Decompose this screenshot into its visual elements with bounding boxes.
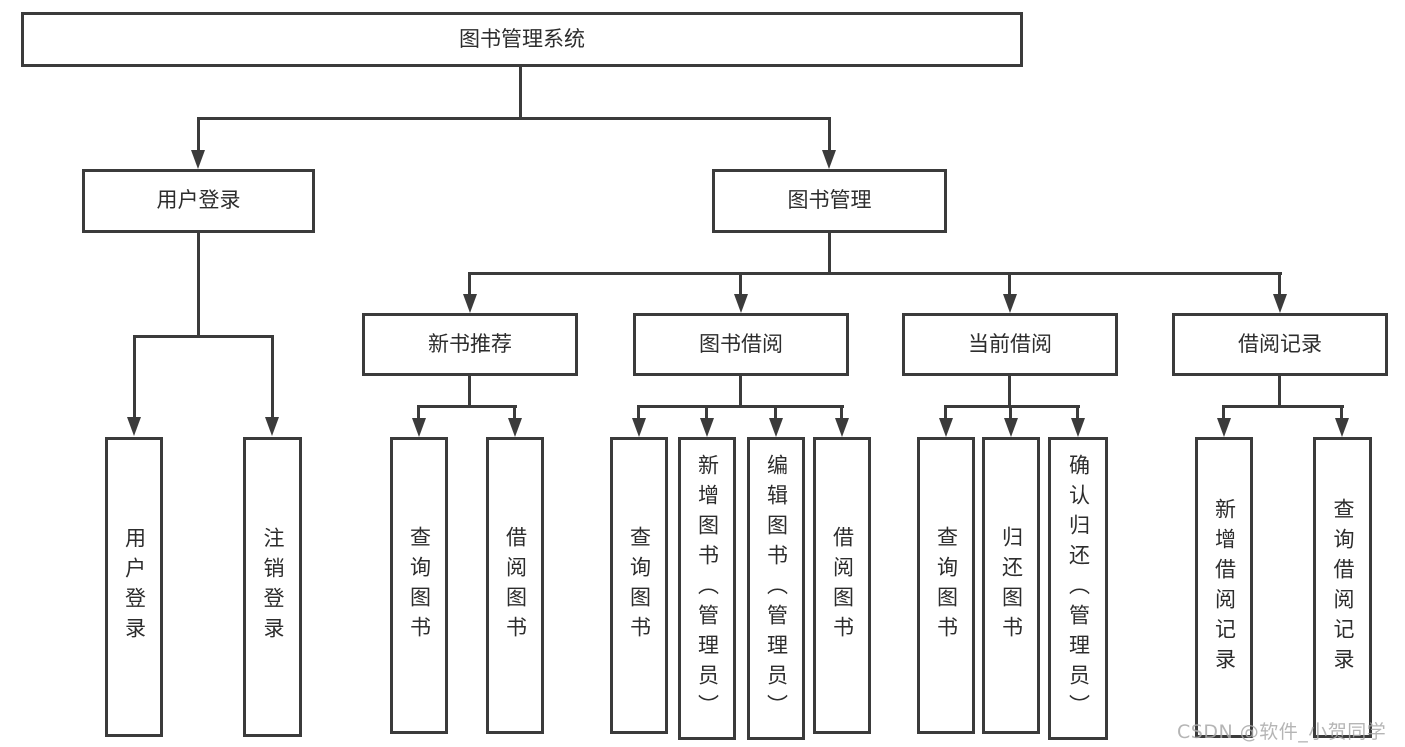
connector-line xyxy=(271,335,274,419)
leaf-borrow-books-borrowing: 借阅图书 xyxy=(813,437,871,734)
arrow-down-icon xyxy=(1217,418,1231,437)
connector-line xyxy=(1008,272,1011,298)
arrow-down-icon xyxy=(412,418,426,437)
connector-line xyxy=(705,405,708,421)
connector-line xyxy=(944,405,947,421)
node-library-management-system: 图书管理系统 xyxy=(21,12,1023,67)
arrow-down-icon xyxy=(835,418,849,437)
node-user-login: 用户登录 xyxy=(82,169,315,233)
connector-line xyxy=(197,117,200,153)
connector-line xyxy=(197,233,200,338)
leaf-borrow-books-recommend: 借阅图书 xyxy=(486,437,544,734)
csdn-watermark: CSDN @软件_小贺同学 xyxy=(1177,721,1387,743)
leaf-query-books-borrowing: 查询图书 xyxy=(610,437,668,734)
node-borrowing-records: 借阅记录 xyxy=(1172,313,1388,376)
connector-line xyxy=(739,272,742,298)
connector-line xyxy=(519,67,522,119)
arrow-down-icon xyxy=(1335,418,1349,437)
arrow-down-icon xyxy=(463,294,477,313)
leaf-logout: 注销登录 xyxy=(243,437,302,737)
node-book-management: 图书管理 xyxy=(712,169,947,233)
leaf-edit-book-admin: 编辑图书（管理员） xyxy=(747,437,805,740)
arrow-down-icon xyxy=(127,417,141,436)
connector-line xyxy=(468,376,471,408)
arrow-down-icon xyxy=(734,294,748,313)
arrow-down-icon xyxy=(700,418,714,437)
connector-line xyxy=(468,272,471,298)
connector-line xyxy=(1076,405,1079,421)
arrow-down-icon xyxy=(939,418,953,437)
arrow-down-icon xyxy=(191,150,205,169)
arrow-down-icon xyxy=(632,418,646,437)
connector-line xyxy=(1340,405,1343,421)
connector-line xyxy=(637,405,844,408)
leaf-query-borrow-record: 查询借阅记录 xyxy=(1313,437,1372,738)
connector-line xyxy=(1008,376,1011,408)
arrow-down-icon xyxy=(1273,294,1287,313)
leaf-add-book-admin: 新增图书（管理员） xyxy=(678,437,736,740)
connector-line xyxy=(774,405,777,421)
leaf-user-login: 用户登录 xyxy=(105,437,163,737)
connector-line xyxy=(513,405,516,421)
arrow-down-icon xyxy=(822,150,836,169)
leaf-query-books-current: 查询图书 xyxy=(917,437,975,734)
arrow-down-icon xyxy=(265,417,279,436)
connector-line xyxy=(1222,405,1344,408)
leaf-confirm-return-admin: 确认归还（管理员） xyxy=(1048,437,1108,740)
connector-line xyxy=(1278,376,1281,408)
arrow-down-icon xyxy=(769,418,783,437)
connector-line xyxy=(468,272,1282,275)
connector-line xyxy=(840,405,843,421)
connector-line xyxy=(1222,405,1225,421)
leaf-return-book: 归还图书 xyxy=(982,437,1040,734)
arrow-down-icon xyxy=(1003,294,1017,313)
leaf-query-books-recommend: 查询图书 xyxy=(390,437,448,734)
connector-line xyxy=(828,117,831,153)
arrow-down-icon xyxy=(1004,418,1018,437)
connector-line xyxy=(1009,405,1012,421)
connector-line xyxy=(417,405,420,421)
node-book-borrowing: 图书借阅 xyxy=(633,313,849,376)
connector-line xyxy=(133,335,274,338)
node-new-book-recommendation: 新书推荐 xyxy=(362,313,578,376)
connector-line xyxy=(944,405,1080,408)
arrow-down-icon xyxy=(508,418,522,437)
connector-line xyxy=(197,117,831,120)
connector-line xyxy=(1278,272,1281,298)
connector-line xyxy=(739,376,742,408)
connector-line xyxy=(828,233,831,274)
connector-line xyxy=(417,405,517,408)
connector-line xyxy=(133,335,136,419)
node-current-borrowing: 当前借阅 xyxy=(902,313,1118,376)
arrow-down-icon xyxy=(1071,418,1085,437)
leaf-add-borrow-record: 新增借阅记录 xyxy=(1195,437,1253,738)
connector-line xyxy=(637,405,640,421)
